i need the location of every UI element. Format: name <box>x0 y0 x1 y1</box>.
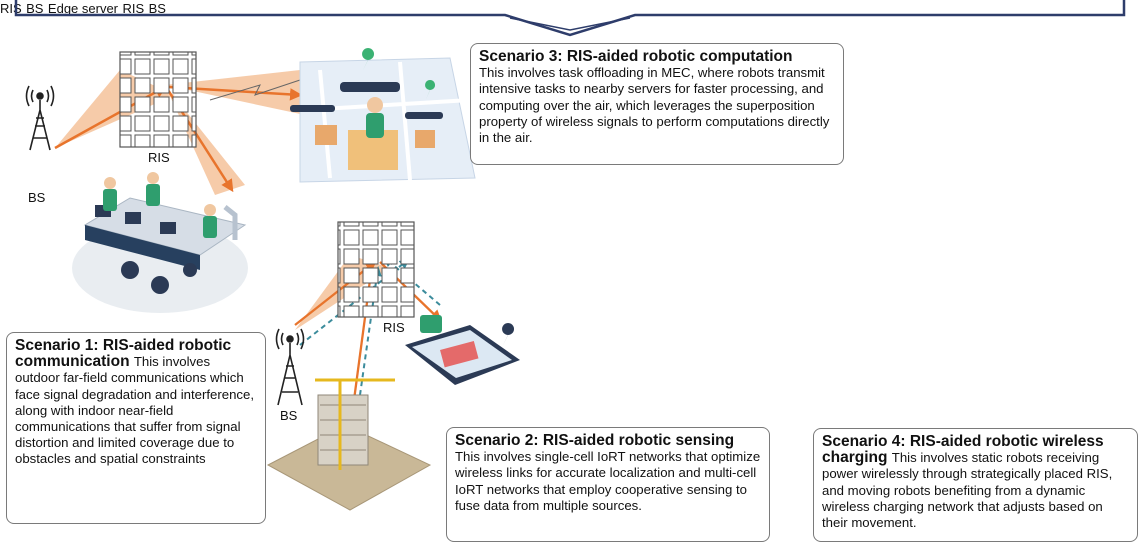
scenario-4-box: Scenario 4: RIS-aided robotic wireless c… <box>813 428 1138 542</box>
scenario-1-box: Scenario 1: RIS-aided robotic communicat… <box>6 332 266 524</box>
scenario-4-title: Scenario 4: RIS-aided robotic wireless c… <box>822 433 1104 467</box>
bs-label-4: BS <box>148 1 166 16</box>
ris-panel-2 <box>337 221 415 318</box>
beam-ris4-robot-top: RIS BS Scenario 1: RIS-aided robotic com… <box>6 0 1138 542</box>
construction-site-illustration <box>266 378 432 511</box>
scenario-3-box: Scenario 3: RIS-aided robotic computatio… <box>470 43 844 165</box>
bs-tower-1 <box>25 85 55 151</box>
top-frame <box>14 0 1126 37</box>
beam-ris4-robot-bottom: RIS BS Scenario 1: RIS-aided robotic com… <box>6 0 1138 542</box>
drone-delivery-illustration <box>290 48 476 183</box>
tracking-phone-illustration <box>405 315 520 385</box>
bs-label-2: BS <box>280 408 298 423</box>
ris-label-4: RIS <box>122 1 145 16</box>
dashed-building-ris2 <box>359 266 382 396</box>
scenario-4-body: This involves static robots receiving po… <box>822 450 1113 531</box>
factory-robots-illustration <box>72 172 248 313</box>
ris-label-1: RIS <box>148 150 170 165</box>
bs-label-3: BS <box>26 1 44 16</box>
ris-panel-1 <box>119 51 197 148</box>
scenario-1-body: This involves outdoor far-field communic… <box>15 354 255 467</box>
beam-ris4-smartcity: RIS BS Scenario 1: RIS-aided robotic com… <box>6 0 1138 542</box>
wireless-link-zigzag <box>209 79 301 101</box>
bs-tower-2 <box>275 328 305 406</box>
beam-bs4-ris4: RIS BS Scenario 1: RIS-aided robotic com… <box>6 0 1138 542</box>
scenario-3-title: Scenario 3: RIS-aided robotic computatio… <box>479 48 793 65</box>
arrow-ris4-right: RIS BS Scenario 1: RIS-aided robotic com… <box>6 0 1138 542</box>
dashed-bs2-ris2 <box>299 258 410 346</box>
ris-label-2: RIS <box>383 320 405 335</box>
top-frame-inner <box>509 17 631 31</box>
bs-label-1: BS <box>28 190 46 205</box>
scenario-2-title: Scenario 2: RIS-aided robotic sensing <box>455 432 735 449</box>
edge-server-label: Edge server <box>47 1 119 16</box>
scenario-1-title: Scenario 1: RIS-aided robotic communicat… <box>15 337 232 371</box>
scenario-3-body: This involves task offloading in MEC, wh… <box>479 65 830 146</box>
arrow-ris4-up: RIS BS Scenario 1: RIS-aided robotic com… <box>6 0 1138 542</box>
arrow-bs4-ris4: RIS BS Scenario 1: RIS-aided robotic com… <box>6 0 1138 542</box>
scenario-2-box: Scenario 2: RIS-aided robotic sensing Th… <box>446 427 770 542</box>
beam-ris4-left: RIS BS Scenario 1: RIS-aided robotic com… <box>6 0 1138 542</box>
scenario-2-body: This involves single-cell IoRT networks … <box>455 449 761 513</box>
